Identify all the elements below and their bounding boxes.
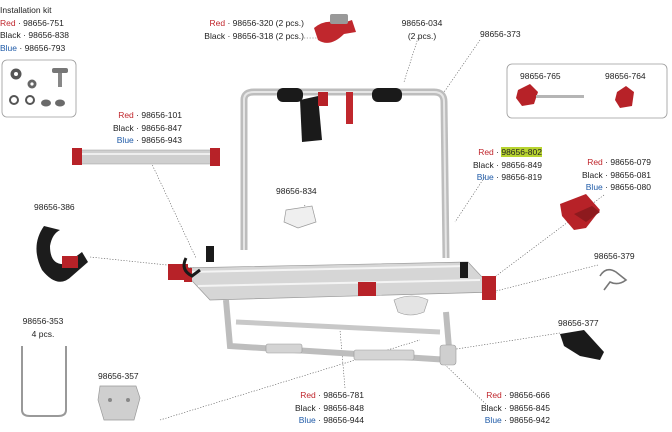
- part-386-label: 98656-386: [34, 202, 75, 212]
- strap-top-label: Red · 98656-320 (2 pcs.) Black · 98656-3…: [204, 18, 304, 41]
- part-373-label: 98656-373: [480, 29, 521, 39]
- kit-label: Installation kit Red · 98656-751 Black ·…: [0, 5, 70, 53]
- part-377-icon: [560, 330, 604, 360]
- kit-title: Installation kit: [0, 5, 52, 15]
- bike-carrier-frame: [168, 88, 497, 366]
- part-377-label: 98656-377: [558, 318, 599, 328]
- bracket-079-icon: [560, 194, 600, 230]
- clip-379-icon: [599, 268, 628, 291]
- part-834-label: 98656-834: [276, 186, 317, 196]
- knob-764-icon: [615, 86, 634, 108]
- part-353-label: 98656-353 4 pcs.: [22, 316, 64, 339]
- leader-lines: [89, 37, 605, 421]
- part-764-label: 98656-764: [605, 71, 646, 81]
- part-802-label: Red · 98656-802 Black · 98656-849 Blue ·…: [472, 147, 542, 182]
- kit-parts-icon: [9, 68, 68, 107]
- strap-386-icon: [36, 226, 88, 282]
- part-781-label: Red · 98656-781 Black · 98656-848 Blue ·…: [294, 390, 364, 425]
- plate-357-icon: [97, 385, 141, 421]
- knob-765-icon: [516, 84, 584, 106]
- part-357-label: 98656-357: [98, 371, 139, 381]
- part-034-label: 98656-034 (2 pcs.): [401, 18, 443, 41]
- part-079-label: Red · 98656-079 Black · 98656-081 Blue ·…: [581, 157, 651, 192]
- rail-101-icon: [72, 148, 220, 166]
- pad-834-icon: [283, 205, 317, 229]
- part-765-label: 98656-765: [520, 71, 561, 81]
- u-bolt-353-icon: [21, 346, 67, 417]
- rail-101-label: Red · 98656-101 Black · 98656-847 Blue ·…: [112, 110, 182, 145]
- part-379-label: 98656-379: [594, 251, 635, 261]
- part-666-label: Red · 98656-666 Black · 98656-845 Blue ·…: [480, 390, 550, 425]
- strap-320-icon: [314, 14, 356, 43]
